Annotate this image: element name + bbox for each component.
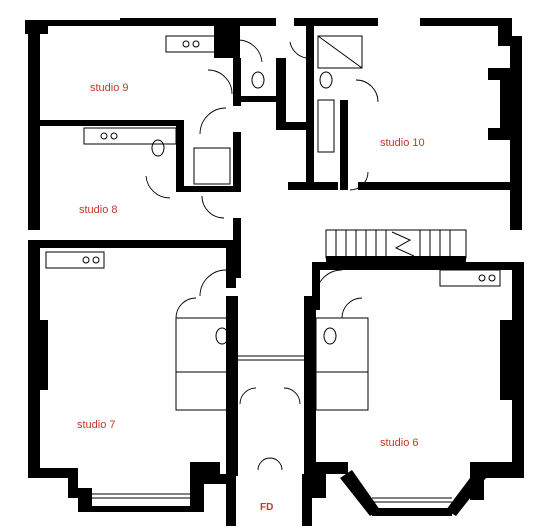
doors [145,39,379,471]
fixtures [31,35,501,503]
interior-walls [40,26,524,476]
label-front-door: FD [260,502,273,513]
label-studio-6: studio 6 [380,437,419,449]
label-studio-8: studio 8 [79,204,118,216]
label-studio-7: studio 7 [77,419,116,431]
outer-walls [25,18,524,526]
label-studio-10: studio 10 [380,137,425,149]
label-studio-9: studio 9 [90,82,129,94]
